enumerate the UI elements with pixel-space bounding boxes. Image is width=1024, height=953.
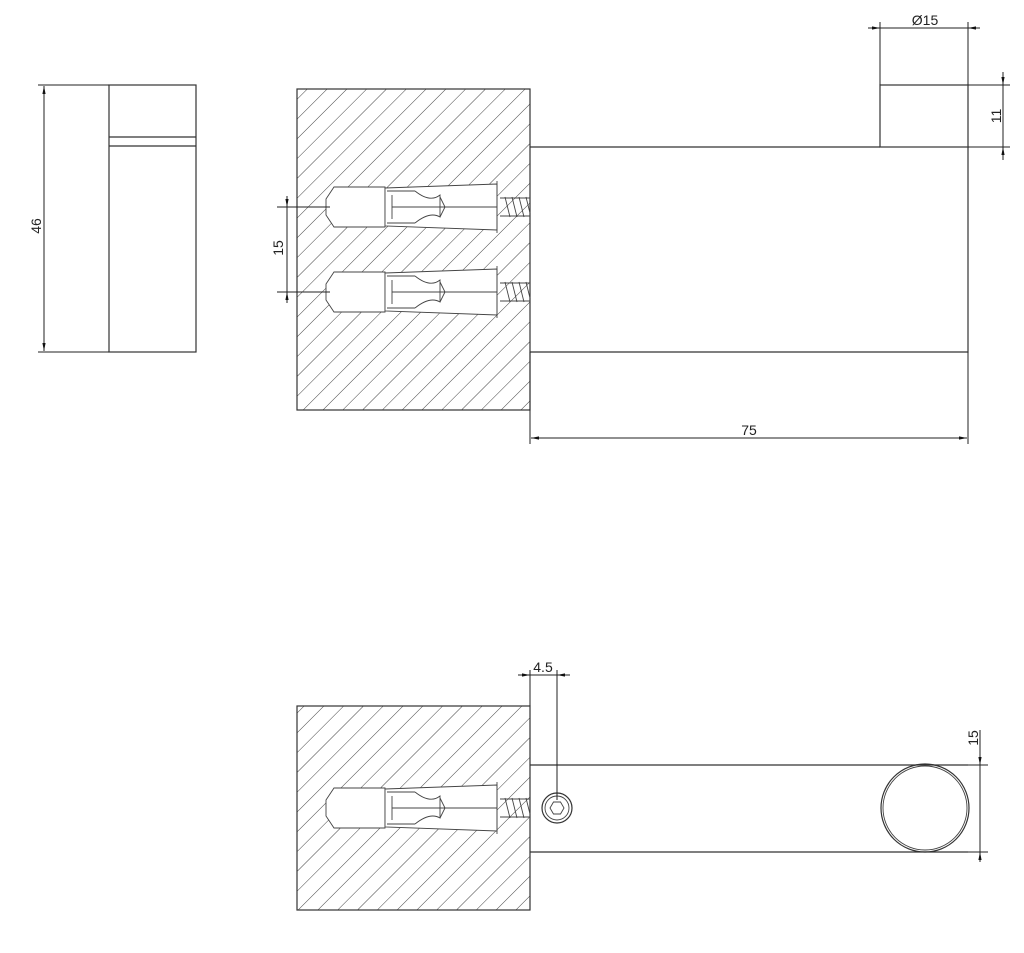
top-view	[296, 670, 988, 911]
wall-section	[296, 88, 531, 411]
dimension-label-rod-width: 15	[965, 730, 981, 746]
front-view	[277, 22, 1010, 444]
dimension-label-height: 46	[28, 218, 44, 234]
dimension-label-anchor-spacing: 15	[270, 240, 286, 256]
hook-cap-circle	[880, 763, 970, 853]
dimension-label-screw-offset: 4.5	[533, 659, 553, 675]
hook-cap	[879, 84, 969, 148]
dimension-label-length: 75	[741, 422, 757, 438]
dimension-label-cap-height: 11	[988, 108, 1004, 124]
dimension-label-cap-diameter: Ø15	[911, 12, 939, 28]
side-view	[38, 84, 197, 353]
